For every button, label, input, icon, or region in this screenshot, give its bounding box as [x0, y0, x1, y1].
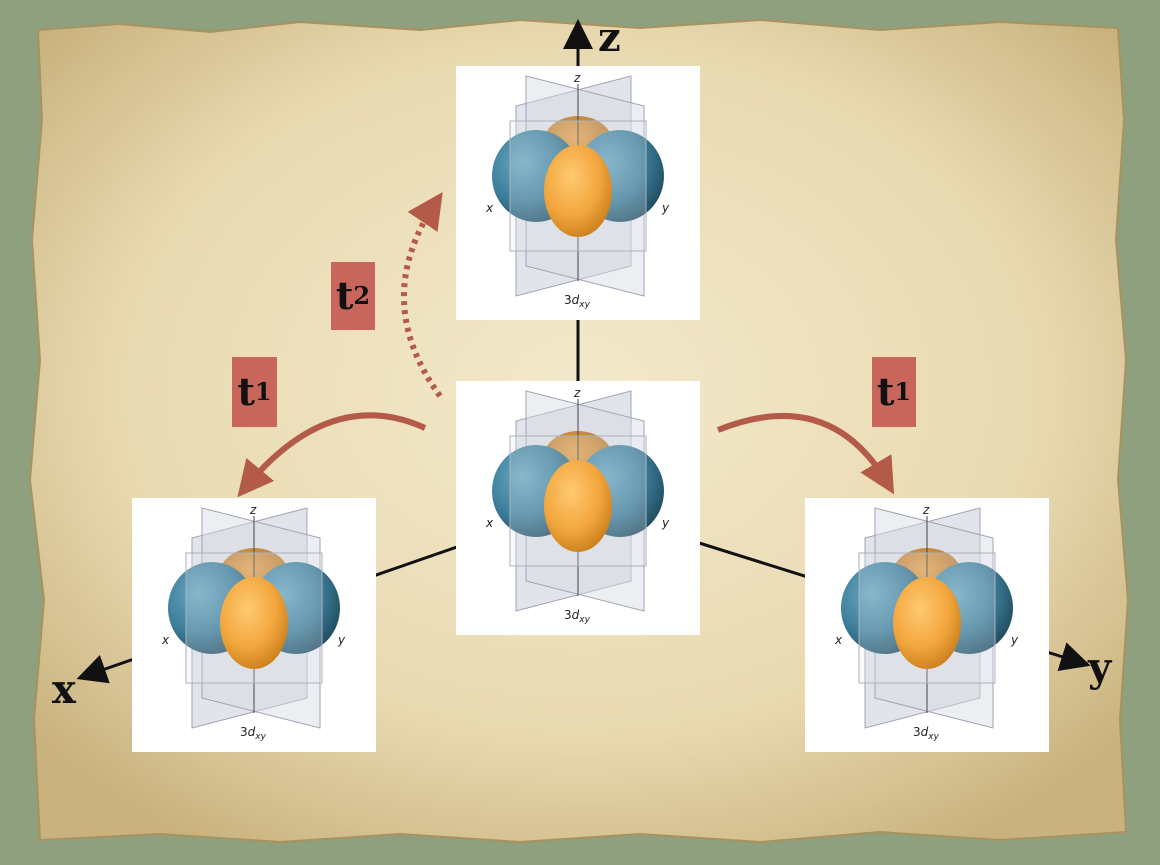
y-axis-label: y [1088, 644, 1112, 691]
t1-arrow-left [237, 412, 427, 498]
t2-label-base: t [335, 273, 354, 318]
orbital-lobe-front [220, 577, 288, 669]
orbital-card-left: z x y 3dxy [132, 498, 376, 752]
orbital-y-label: y [1010, 633, 1019, 647]
orbital-x-label: x [485, 201, 494, 215]
t1-label-subscript: 1 [894, 377, 912, 406]
orbital-x-label: x [485, 516, 494, 530]
t1-label-base: t [237, 369, 255, 414]
orbital-lobe-front [544, 460, 612, 552]
t1-label-base: t [876, 369, 895, 414]
orbital-card-right: z x y 3dxy [805, 498, 1049, 752]
t1-arrow-right [716, 413, 895, 495]
orbital-y-label: y [661, 516, 670, 530]
orbital-y-label: y [661, 201, 670, 215]
orbital-name: 3dxy [240, 725, 267, 742]
orbital-x-label: x [161, 633, 170, 647]
orbital-diagram: z x y 3dxy [834, 503, 1019, 742]
t2-arrow-dashed [401, 192, 443, 398]
orbital-name: 3dxy [564, 608, 591, 625]
orbital-card-top: z x y 3dxy [456, 66, 700, 320]
orbital-diagram: z x y 3dxy [485, 386, 670, 625]
orbital-z-label: z [573, 71, 581, 85]
z-axis-label: z [598, 14, 621, 61]
orbital-diagram: z x y 3dxy [485, 71, 670, 310]
orbital-z-label: z [922, 503, 930, 517]
orbital-diagram: z x y 3dxy [161, 503, 346, 742]
t1-label-subscript: 1 [254, 377, 272, 406]
orbital-z-label: z [573, 386, 581, 400]
orbital-lobe-front [893, 577, 961, 669]
orbital-name: 3dxy [564, 293, 591, 310]
orbital-x-label: x [834, 633, 843, 647]
orbital-y-label: y [337, 633, 346, 647]
t2-label-subscript: 2 [353, 281, 371, 310]
orbital-z-label: z [249, 503, 257, 517]
orbital-name: 3dxy [913, 725, 940, 742]
x-axis-label: x [52, 666, 76, 713]
orbital-lobe-front [544, 145, 612, 237]
orbital-card-center: z x y 3dxy [456, 381, 700, 635]
